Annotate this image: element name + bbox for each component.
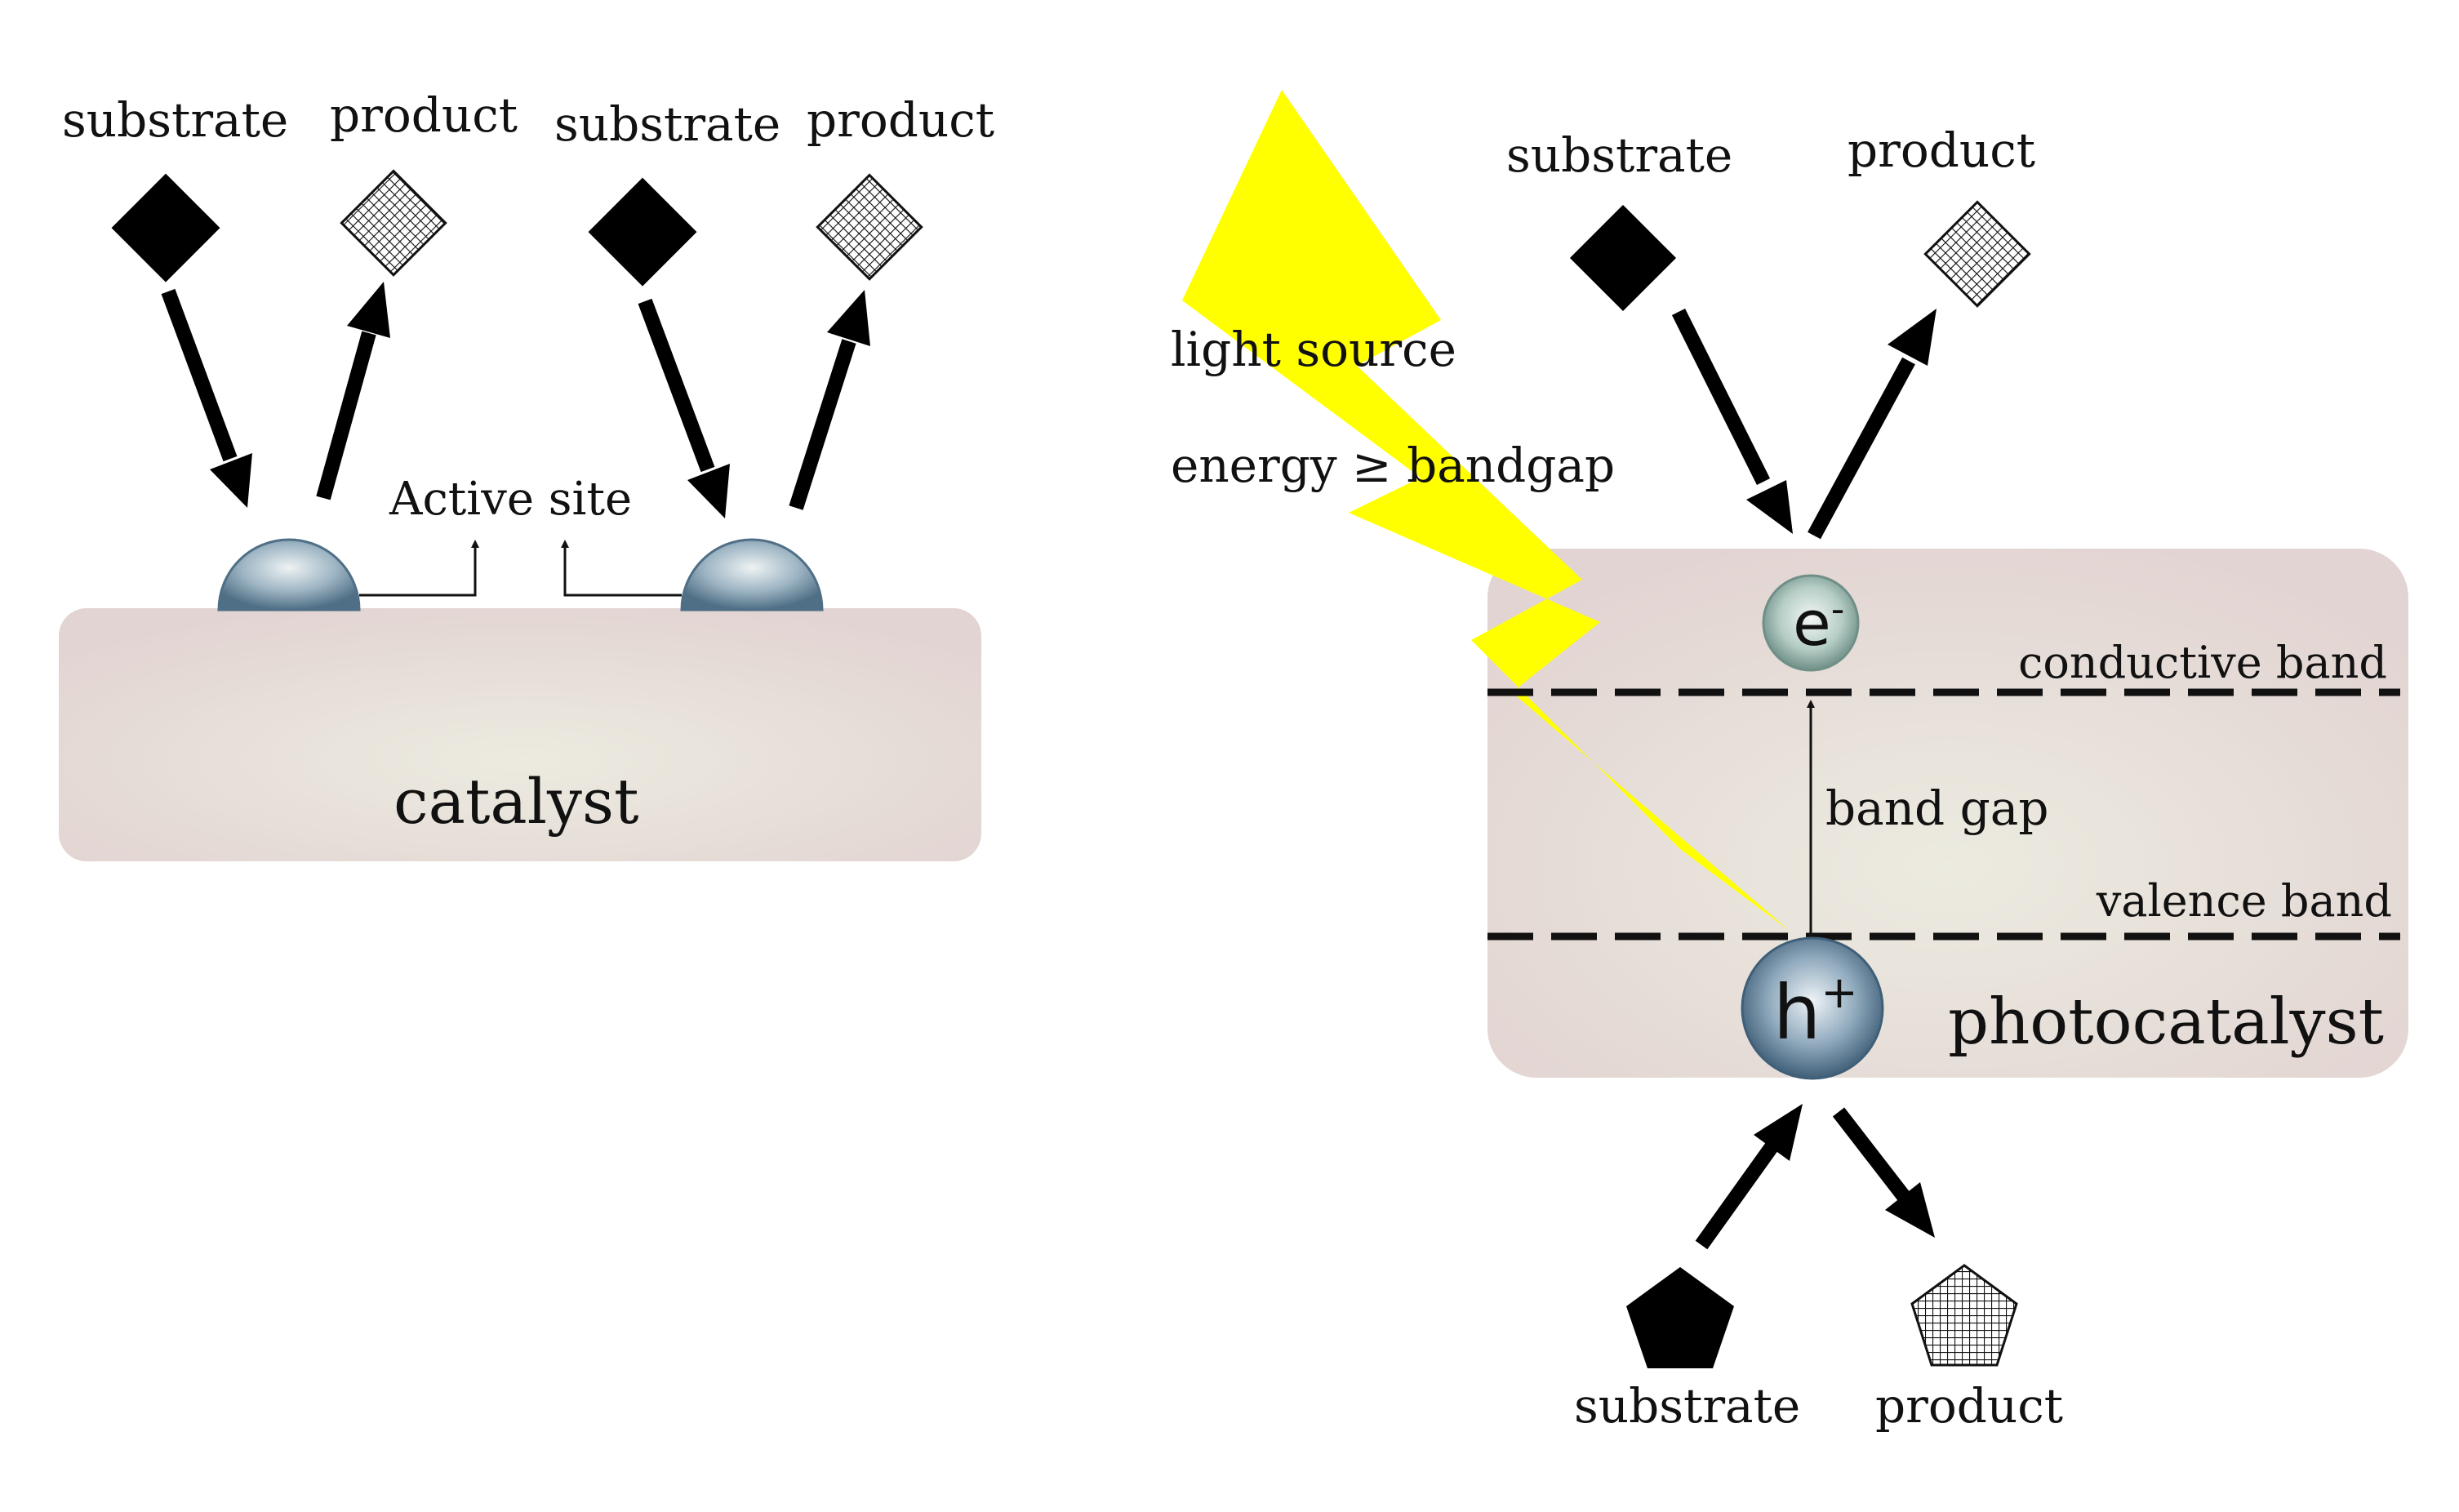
catalyst-slab: [59, 608, 981, 861]
arrowhead-top-substrate-in: [1746, 480, 1793, 534]
bottom-substrate-pentagon: [1626, 1267, 1734, 1368]
product-diamond-2: [816, 173, 923, 281]
arrowhead-product-out-1: [347, 282, 390, 338]
light-source-label: light source: [1171, 322, 1456, 377]
light-bolt: [1182, 90, 1790, 931]
bottom-substrate-label: substrate: [1574, 1378, 1800, 1434]
arrow-bottom-substrate-in: [1695, 1140, 1780, 1250]
product-diamond-1: [340, 169, 447, 277]
arrow-bottom-product-out: [1832, 1107, 1912, 1203]
active-site-label: Active site: [389, 473, 632, 526]
top-substrate-label: substrate: [1506, 127, 1732, 183]
photocatalyst-slab: [1487, 549, 2408, 1078]
catalyst-label: catalyst: [394, 765, 639, 838]
product-label-1: product: [330, 87, 518, 143]
bottom-product-label: product: [1875, 1378, 2063, 1434]
electron-sup: -: [1831, 587, 1845, 631]
active-site-leader-right: [561, 540, 682, 597]
active-site-right: [680, 538, 824, 611]
hole-particle: [1741, 936, 1884, 1080]
photocatalyst-label: photocatalyst: [1948, 985, 2384, 1059]
arrow-product-out-2: [789, 339, 856, 510]
top-product-diamond: [1923, 200, 2031, 308]
hole-sup: +: [1821, 967, 1857, 1018]
active-site-left: [217, 538, 361, 611]
arrowhead-product-out-2: [827, 290, 870, 346]
electron-label: e-: [1793, 587, 1844, 660]
substrate-diamond-2: [588, 177, 697, 287]
arrowhead-substrate-in-2: [687, 464, 730, 518]
electron-particle: [1762, 574, 1860, 672]
product-label-2: product: [807, 92, 994, 148]
arrowhead-top-product-out: [1888, 309, 1937, 366]
top-product-label: product: [1848, 122, 2035, 178]
energy-label: energy ≥ bandgap: [1171, 438, 1615, 493]
arrow-top-product-out: [1808, 357, 1915, 540]
arrowhead-substrate-in-1: [210, 453, 252, 508]
hole-label: h+: [1773, 967, 1858, 1056]
bottom-product-pentagon: [1910, 1264, 2018, 1367]
arrow-substrate-in-1: [161, 288, 238, 462]
right-panel: e- h+ light source energy ≥ bandgap subs…: [1171, 90, 2408, 1434]
active-site-leader-left: [359, 540, 479, 597]
conductive-band-label: conductive band: [2018, 637, 2387, 688]
arrow-product-out-1: [316, 331, 376, 500]
arrowhead-bottom-substrate-in: [1754, 1104, 1803, 1161]
substrate-label-2: substrate: [554, 96, 780, 152]
left-panel: substrate product substrate product Acti…: [59, 87, 994, 861]
arrowhead-bottom-product-out: [1885, 1182, 1935, 1238]
arrow-substrate-in-2: [638, 298, 715, 473]
valence-band-label: valence band: [2096, 875, 2392, 927]
substrate-diamond-1: [111, 173, 220, 282]
arrow-top-substrate-in: [1671, 308, 1771, 486]
band-gap-label: band gap: [1825, 780, 2048, 836]
top-substrate-diamond: [1569, 204, 1677, 312]
substrate-label-1: substrate: [62, 92, 288, 148]
